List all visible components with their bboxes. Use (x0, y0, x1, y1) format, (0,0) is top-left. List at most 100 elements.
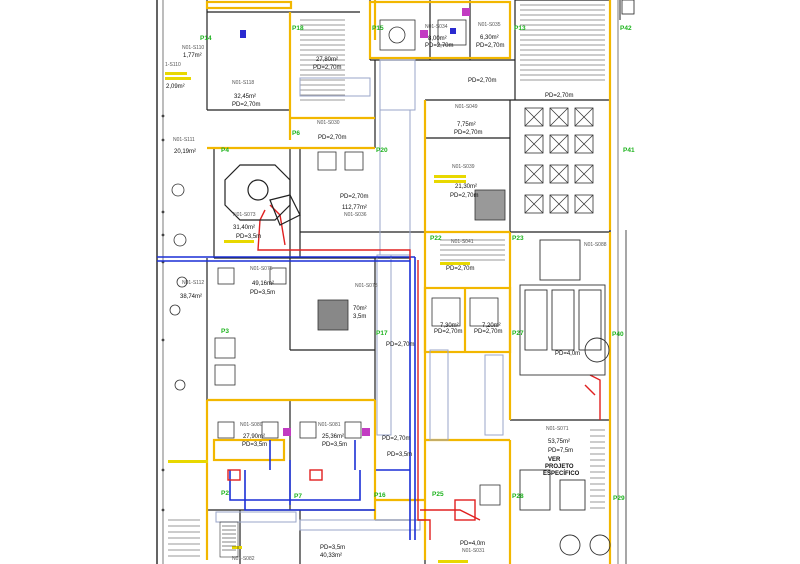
room-id: N01-S031 (462, 548, 485, 554)
room-area: 38,74m² (180, 294, 202, 300)
grid-label: P18 (292, 25, 304, 32)
note-text: PROJETO (545, 464, 574, 470)
note-text: VER (548, 457, 561, 463)
room-pd: PD=3,5m (250, 290, 275, 296)
room-area: 21,30m² (455, 184, 477, 190)
room-id: N01-S111 (173, 137, 195, 143)
room-area: 53,75m² (548, 439, 570, 445)
room-area: 27,80m² (316, 57, 338, 63)
corridor-pd-label: PD=2,70m (386, 342, 415, 348)
room-id: N01-S041 (451, 239, 474, 245)
room-id: N01-S071 (546, 426, 569, 432)
room-id: N01-S118 (232, 80, 254, 86)
grid-label: P23 (512, 235, 524, 242)
grid-label: P17 (376, 330, 388, 337)
corridor-pd-label: PD=2,70m (545, 93, 574, 99)
yellow-annotations (165, 72, 470, 563)
room-pd: PD=3,5m (322, 442, 347, 448)
grid-label: P16 (374, 492, 386, 499)
room-id: N01-S112 (182, 280, 204, 286)
grid-label: P2 (221, 490, 229, 497)
room-pd: PD=2,70m (450, 193, 479, 199)
air-handler-symbols (214, 8, 611, 556)
room-area: 8,00m² (428, 36, 447, 42)
room-pd: PD=2,70m (313, 65, 342, 71)
grid-label: P20 (376, 147, 388, 154)
ductwork-grey (215, 59, 504, 531)
room-id: N01-S080 (240, 422, 263, 428)
grid-label: P4 (221, 147, 229, 154)
room-id: N01-S082 (232, 556, 255, 562)
grid-label: P25 (432, 491, 444, 498)
room-area: 6,30m² (480, 35, 499, 41)
room-id: 1-S110 (165, 62, 181, 68)
room-pd: 3,5m (353, 314, 366, 320)
room-id: N01-S078 (355, 283, 378, 289)
room-area: 7,75m² (457, 122, 476, 128)
room-pd: PD=2,70m (425, 43, 454, 49)
room-pd: PD=2,70m (318, 135, 347, 141)
room-pd: PD=2,70m (476, 43, 505, 49)
room-area: 7,30m² (440, 323, 459, 329)
room-area: 70m² (353, 306, 367, 312)
room-id: N01-S049 (455, 104, 478, 110)
grid-label: P41 (623, 147, 635, 154)
red-pipes (227, 204, 601, 540)
grid-label: P15 (372, 25, 384, 32)
room-area: 25,36m² (322, 434, 344, 440)
room-id: N01-S110 (182, 45, 204, 51)
room-area: 40,33m² (320, 553, 342, 559)
room-id: N01-S075 (250, 266, 273, 272)
room-area: 31,40m² (233, 225, 255, 231)
room-area: 7,20m² (482, 323, 501, 329)
room-area: 20,19m² (174, 149, 196, 155)
structural-outlines (205, 0, 612, 564)
room-pd: PD=4,0m (460, 541, 485, 547)
corridor-pd-label: PD=2,70m (382, 436, 411, 442)
stairs (219, 521, 239, 558)
room-pd: PD=2,70m (454, 130, 483, 136)
grid-label: P14 (200, 35, 212, 42)
room-area: 32,45m² (234, 94, 256, 100)
room-area: 112,77m² (342, 205, 367, 211)
room-id: N01-S030 (317, 120, 340, 126)
room-id: N01-S034 (425, 24, 448, 30)
room-id: N01-S036 (344, 212, 367, 218)
room-id: N01-S081 (318, 422, 341, 428)
room-area: 1,77m² (183, 53, 202, 59)
room-area: 27,90m² (243, 434, 265, 440)
grid-label: P29 (613, 495, 625, 502)
grid-label: P7 (294, 493, 302, 500)
room-id: N01-S039 (452, 164, 475, 170)
grid-label: P27 (512, 330, 524, 337)
room-area: 49,16m² (252, 281, 274, 287)
room-area: 2,09m² (166, 84, 185, 90)
room-pd: PD=2,70m (232, 102, 261, 108)
corridor-pd-label: PD=2,70m (468, 78, 497, 84)
note-text: ESPECÍFICO (543, 469, 580, 477)
room-pd: PD=2,70m (434, 329, 463, 335)
room-pd: PD=3,5m (236, 234, 261, 240)
room-id: N01-S088 (584, 242, 607, 248)
room-pd: PD=3,5m (320, 545, 345, 551)
room-id: N01-S035 (478, 22, 501, 28)
grid-point-labels: P4 P3 P2 P7 P16 P20 P17 P18 P6 P22 P23 P… (200, 25, 635, 502)
louver-hatching (168, 4, 605, 557)
grid-label: P13 (514, 25, 526, 32)
room-pd: PD=2,70m (446, 266, 475, 272)
grid-label: P22 (430, 235, 442, 242)
grid-label: P3 (221, 328, 229, 335)
corridor-pd-label: PD=3,5m (387, 452, 412, 458)
room-id: N01-S073 (233, 212, 256, 218)
grid-label: P6 (292, 130, 300, 137)
room-pd: PD=7,5m (548, 448, 573, 454)
left-equipment (169, 183, 188, 391)
grid-label: P40 (612, 331, 624, 338)
room-labels: N01-S110 1,77m² 1-S110 2,09m² N01-S118 3… (165, 22, 607, 562)
room-pd: PD=3,5m (242, 442, 267, 448)
blue-duct-main (157, 256, 416, 540)
room-pd: PD=2,70m (340, 194, 369, 200)
room-pd: PD=4,0m (555, 351, 580, 357)
room-pd: PD=2,70m (474, 329, 503, 335)
